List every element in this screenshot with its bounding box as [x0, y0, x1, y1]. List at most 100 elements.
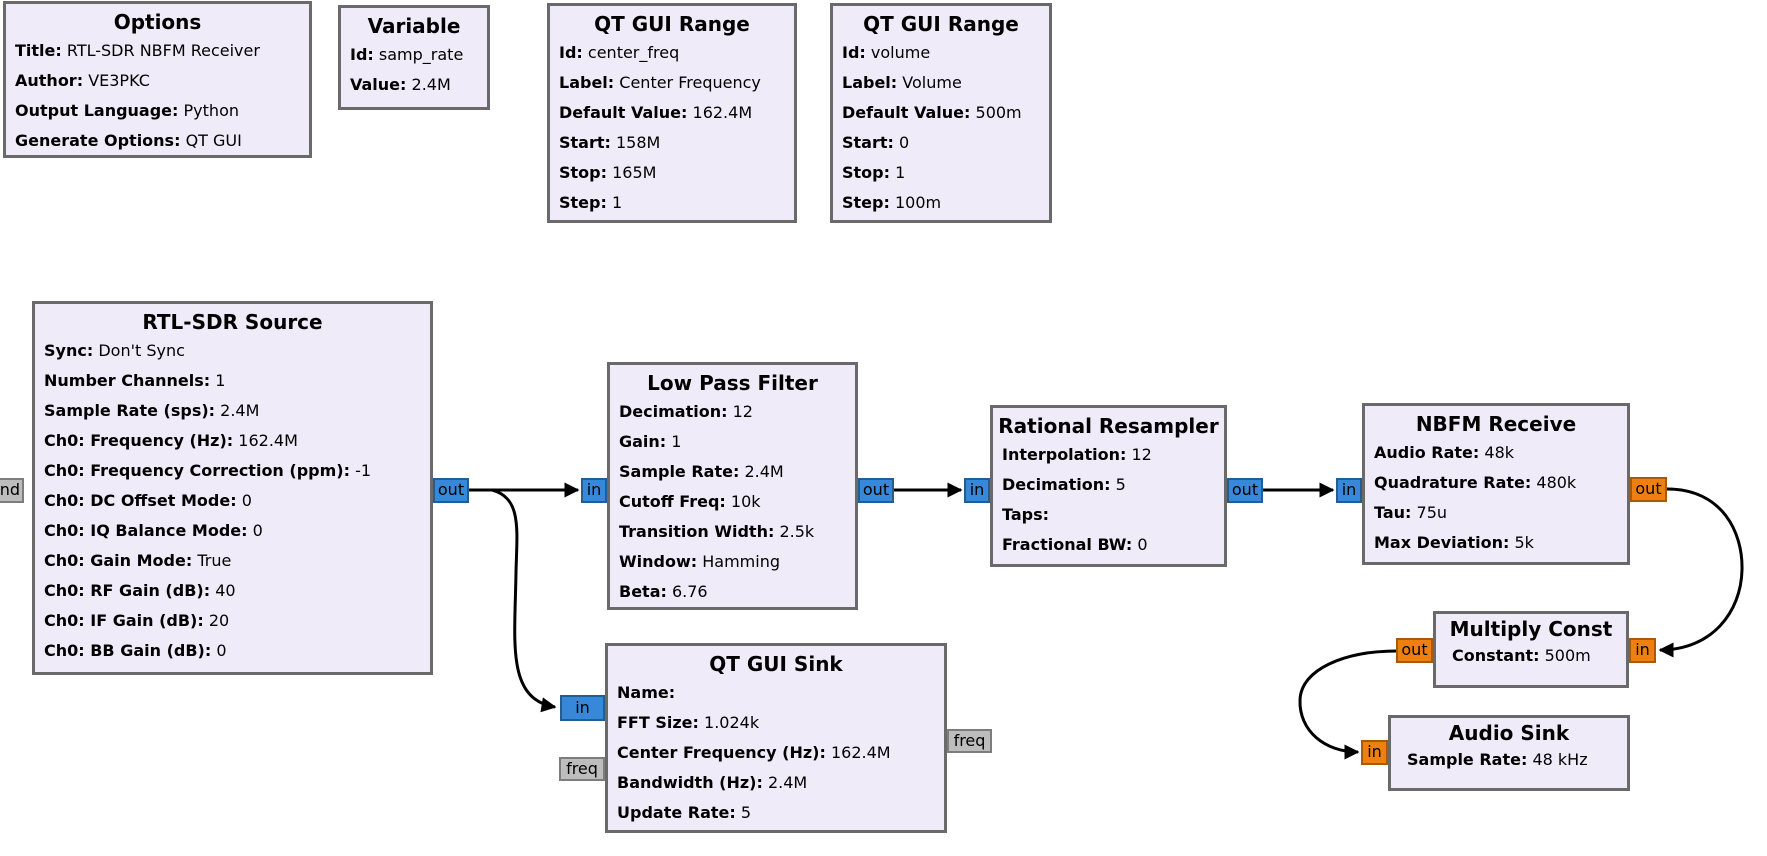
param-label: Window:	[619, 552, 698, 571]
port-qtgui-sink-freq-in[interactable]: freq	[559, 757, 605, 781]
param-value: 6.76	[671, 582, 708, 601]
param-value: 1	[895, 163, 906, 182]
block-qtgui-sink[interactable]: QT GUI Sink Name: FFT Size: 1.024k Cente…	[605, 643, 947, 833]
connection-rtlsdr-to-qtgui-sink[interactable]	[491, 488, 557, 713]
port-rtlsdr-out[interactable]: out	[433, 478, 469, 503]
port-lpf-in[interactable]: in	[581, 478, 607, 503]
block-title: QT GUI Sink	[709, 652, 843, 676]
param-label: Id:	[559, 43, 583, 62]
block-title: QT GUI Range	[594, 12, 750, 36]
param-value: 0	[252, 521, 263, 540]
block-title: NBFM Receive	[1415, 412, 1577, 436]
block-params: Sync: Don't Sync Number Channels: 1 Samp…	[35, 336, 430, 666]
port-multiply-in[interactable]: in	[1629, 638, 1656, 663]
port-lpf-out[interactable]: out	[858, 478, 894, 503]
param-value: 2.5k	[779, 522, 815, 541]
param-label: Constant:	[1452, 646, 1540, 665]
block-variable[interactable]: Variable Id: samp_rate Value: 2.4M	[338, 5, 490, 110]
block-params: Id: samp_rate Value: 2.4M	[341, 40, 487, 100]
param-value: 5k	[1514, 533, 1534, 552]
block-options[interactable]: Options Title: RTL-SDR NBFM Receiver Aut…	[3, 1, 312, 158]
port-audio-sink-in[interactable]: in	[1361, 740, 1388, 765]
connection-nbfm-to-multiply[interactable]	[1658, 487, 1744, 658]
port-nbfm-out[interactable]: out	[1630, 477, 1667, 502]
port-resampler-in[interactable]: in	[964, 478, 990, 503]
param-value: 480k	[1536, 473, 1577, 492]
param-label: Default Value:	[842, 103, 971, 122]
port-qtgui-sink-freq-out[interactable]: freq	[947, 729, 992, 753]
block-audio-sink[interactable]: Audio Sink Sample Rate: 48 kHz	[1388, 715, 1630, 791]
param-label: Start:	[842, 133, 894, 152]
param-label: Label:	[842, 73, 898, 92]
param-value: True	[197, 551, 232, 570]
port-resampler-out[interactable]: out	[1227, 478, 1263, 503]
port-nbfm-in[interactable]: in	[1336, 478, 1362, 503]
param-label: Name:	[617, 683, 676, 702]
param-value: 1	[611, 193, 623, 212]
param-value: 40	[215, 581, 236, 600]
param-value: 0	[216, 641, 227, 660]
block-qtgui-range-volume[interactable]: QT GUI Range Id: volume Label: Volume De…	[830, 3, 1052, 223]
param-label: Bandwidth (Hz):	[617, 773, 763, 792]
param-value: Hamming	[702, 552, 780, 571]
port-qtgui-sink-in[interactable]: in	[560, 695, 605, 721]
param-value: 75u	[1416, 503, 1448, 522]
param-label: Transition Width:	[619, 522, 775, 541]
block-params: Audio Rate: 48k Quadrature Rate: 480k Ta…	[1365, 438, 1627, 558]
param-label: Quadrature Rate:	[1374, 473, 1532, 492]
block-multiply-const[interactable]: Multiply Const Constant: 500m	[1433, 611, 1629, 688]
port-multiply-out[interactable]: out	[1396, 638, 1433, 663]
param-value: 2.4M	[767, 773, 808, 792]
block-low-pass-filter[interactable]: Low Pass Filter Decimation: 12 Gain: 1 S…	[607, 362, 858, 610]
param-label: Ch0: DC Offset Mode:	[44, 491, 237, 510]
param-label: Sample Rate (sps):	[44, 401, 216, 420]
param-label: Center Frequency (Hz):	[617, 743, 826, 762]
param-value: 2.4M	[744, 462, 784, 481]
param-label: Generate Options:	[15, 131, 181, 150]
param-value: RTL-SDR NBFM Receiver	[66, 41, 260, 60]
block-title: QT GUI Range	[863, 12, 1019, 36]
param-label: Stop:	[842, 163, 891, 182]
param-label: Id:	[350, 45, 374, 64]
block-title: Variable	[367, 14, 461, 38]
param-label: Sample Rate:	[619, 462, 740, 481]
param-label: Ch0: Gain Mode:	[44, 551, 193, 570]
param-value: 1.024k	[704, 713, 760, 732]
param-label: Output Language:	[15, 101, 179, 120]
param-value: 5	[740, 803, 752, 822]
param-label: Number Channels:	[44, 371, 211, 390]
param-value: 1	[215, 371, 226, 390]
block-nbfm-receive[interactable]: NBFM Receive Audio Rate: 48k Quadrature …	[1362, 403, 1630, 565]
block-title: Audio Sink	[1448, 721, 1570, 745]
param-label: Ch0: Frequency (Hz):	[44, 431, 234, 450]
param-label: Max Deviation:	[1374, 533, 1510, 552]
block-rational-resampler[interactable]: Rational Resampler Interpolation: 12 Dec…	[990, 405, 1227, 567]
block-qtgui-range-center-freq[interactable]: QT GUI Range Id: center_freq Label: Cent…	[547, 3, 797, 223]
param-value: 100m	[894, 193, 942, 212]
param-value: 162.4M	[238, 431, 298, 450]
param-value: 2.4M	[220, 401, 260, 420]
param-label: Beta:	[619, 582, 667, 601]
connection-multiply-to-audiosink[interactable]	[1298, 649, 1398, 760]
param-value: 12	[732, 402, 753, 421]
block-rtlsdr-source[interactable]: RTL-SDR Source Sync: Don't Sync Number C…	[32, 301, 433, 675]
param-label: Cutoff Freq:	[619, 492, 726, 511]
param-label: Title:	[15, 41, 62, 60]
param-value: 165M	[612, 163, 657, 182]
port-rtlsdr-msg-in[interactable]: nd	[0, 478, 24, 503]
param-label: Update Rate:	[617, 803, 736, 822]
block-params: Constant: 500m	[1436, 642, 1626, 670]
param-value: Volume	[902, 73, 962, 92]
param-label: Ch0: RF Gain (dB):	[44, 581, 211, 600]
param-value: volume	[870, 43, 931, 62]
param-value: Center Frequency	[619, 73, 761, 92]
param-value: center_freq	[587, 43, 680, 62]
block-params: Id: center_freq Label: Center Frequency …	[550, 38, 794, 218]
block-params: Id: volume Label: Volume Default Value: …	[833, 38, 1049, 218]
block-params: Sample Rate: 48 kHz	[1391, 746, 1627, 774]
param-value: 0	[1137, 535, 1148, 554]
param-value: 20	[208, 611, 230, 630]
param-label: Ch0: Frequency Correction (ppm):	[44, 461, 350, 480]
